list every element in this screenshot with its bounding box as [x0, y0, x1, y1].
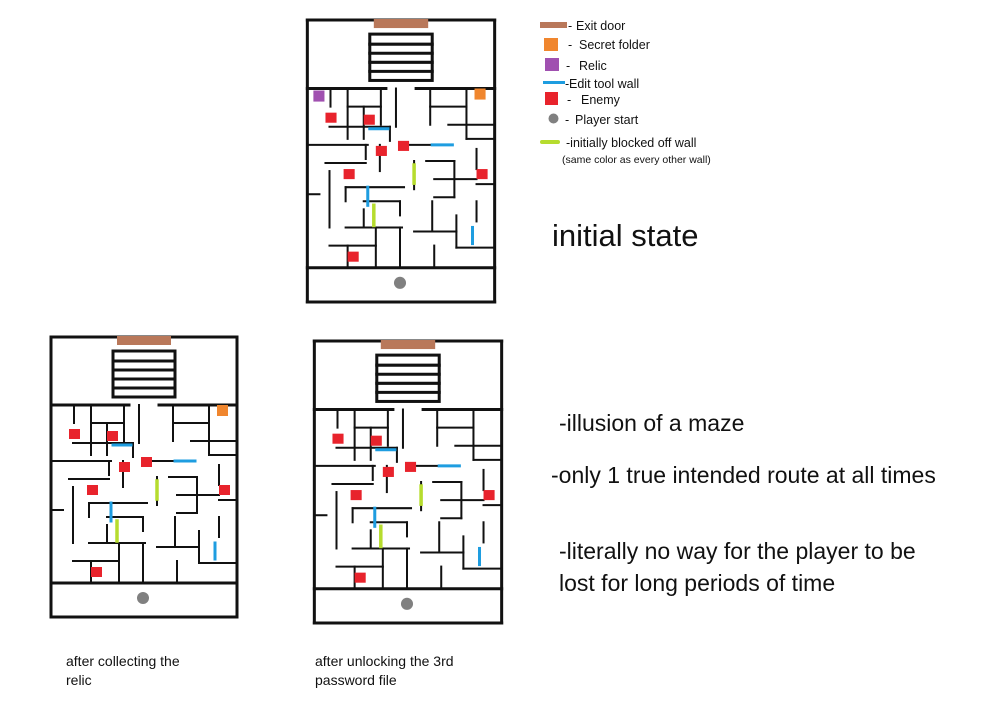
enemy-marker: [343, 169, 355, 180]
stairs-frame: [111, 349, 177, 399]
legend-edit-tool-wall-label: Edit tool wall: [569, 77, 640, 91]
enemy-marker: [397, 140, 410, 151]
stairs-frame: [375, 353, 441, 403]
enemy-marker: [347, 251, 359, 262]
legend-relic-label: Relic: [579, 59, 607, 73]
stairs-frame: [368, 32, 434, 82]
maze-after-relic: [49, 334, 239, 620]
bullet-one-route: -only 1 true intended route at all times: [551, 462, 936, 488]
enemy-marker: [370, 435, 382, 446]
caption-after-relic: after collecting the relic: [66, 653, 180, 688]
player-start-marker: [137, 592, 149, 604]
enemy-marker: [141, 457, 152, 467]
enemy-marker: [363, 114, 375, 125]
blocked-wall-icon: [540, 140, 560, 144]
legend: - Exit door - Secret folder - Relic - Ed…: [538, 18, 778, 170]
enemy-marker: [483, 490, 495, 501]
secret-folder-marker: [217, 405, 228, 416]
enemy-marker: [404, 461, 417, 472]
enemy-icon: [545, 92, 558, 105]
enemy-marker: [476, 169, 488, 180]
exit-door: [380, 340, 436, 350]
secret-folder-swatch: [544, 38, 558, 51]
legend-secret-folder-label: Secret folder: [579, 38, 650, 52]
exit-door: [373, 19, 429, 29]
enemy-marker: [69, 429, 80, 439]
bullet-illusion: -illusion of a maze: [559, 410, 745, 436]
player-start-marker: [393, 276, 407, 289]
enemy-marker: [332, 433, 344, 444]
enemy-marker: [354, 572, 366, 583]
enemy-marker: [87, 485, 98, 495]
enemy-marker: [350, 490, 362, 501]
enemy-marker: [325, 112, 337, 123]
enemy-marker: [107, 431, 118, 441]
enemy-marker: [382, 466, 394, 477]
player-start-swatch: [548, 113, 559, 124]
player-start-marker: [400, 597, 414, 610]
legend-enemy-label: Enemy: [581, 93, 620, 107]
maze-initial: [305, 18, 497, 304]
maze-after-password-drawing: [312, 339, 504, 625]
enemy-marker: [375, 145, 387, 156]
edit-tool-wall-icon: [543, 81, 565, 84]
maze-initial-drawing: [305, 18, 497, 304]
exit-door: [117, 336, 171, 345]
player-start-icon: [548, 113, 559, 124]
enemy-swatch: [545, 92, 558, 105]
relic-marker: [313, 90, 325, 102]
exit-door-swatch: [540, 22, 567, 28]
secret-folder-icon: [544, 38, 558, 51]
legend-exit-door-label: Exit door: [576, 19, 626, 33]
caption-after-password: after unlocking the 3rd password file: [315, 653, 454, 688]
enemy-marker: [219, 485, 230, 495]
enemy-marker: [119, 462, 130, 472]
enemy-marker: [91, 567, 102, 577]
bullet-no-way-lost-cont: lost for long periods of time: [559, 570, 836, 596]
secret-folder-marker: [474, 88, 486, 100]
legend-blocked-wall-note: (same color as every other wall): [562, 154, 711, 166]
relic-swatch: [545, 58, 559, 71]
legend-player-start-label: Player start: [575, 113, 639, 127]
edit-tool-wall-swatch: [543, 81, 565, 84]
maze-after-relic-drawing: [49, 335, 239, 619]
bullet-no-way-lost: -literally no way for the player to be: [559, 538, 916, 564]
maze-after-password: [312, 339, 504, 625]
legend-blocked-wall-label: -initially blocked off wall: [566, 136, 697, 150]
exit-door-icon: [540, 22, 567, 28]
relic-icon: [545, 58, 559, 71]
blocked-wall-swatch: [540, 140, 560, 144]
initial-state-title: initial state: [552, 218, 699, 253]
